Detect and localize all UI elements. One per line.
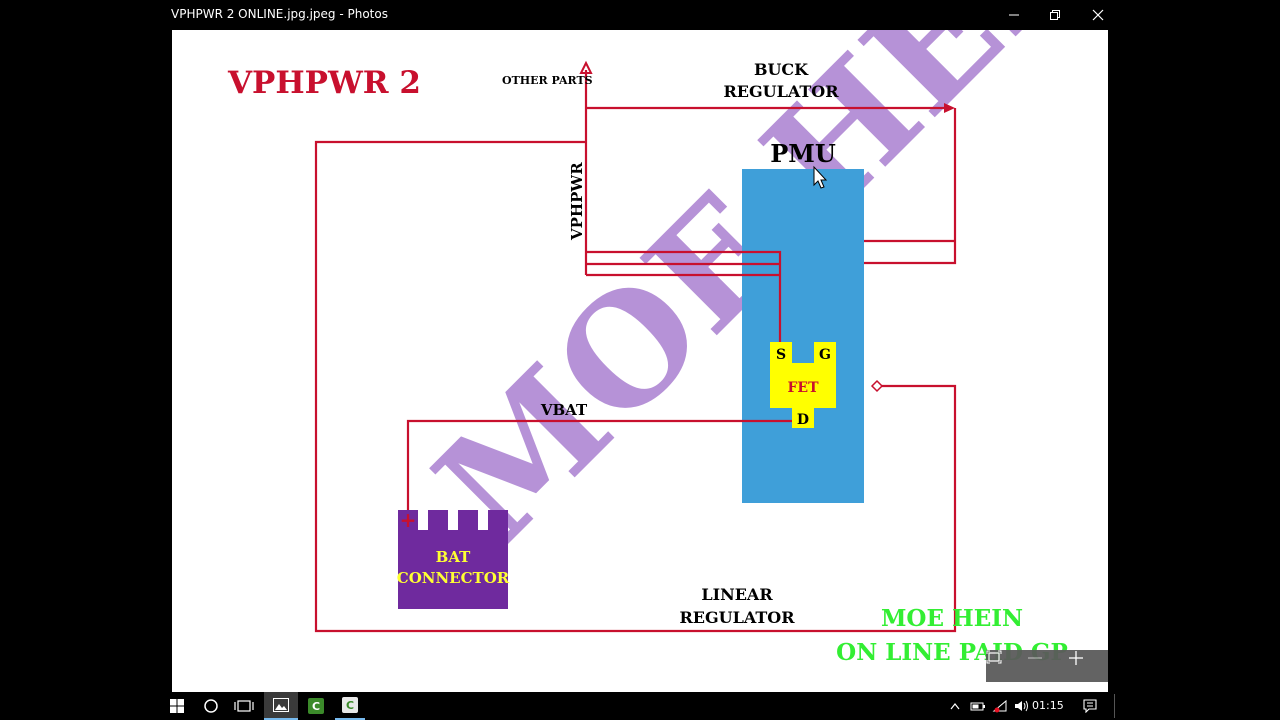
volume-control[interactable] xyxy=(1012,692,1032,720)
buck-regulator-label-line2: REGULATOR xyxy=(723,82,839,101)
photos-icon xyxy=(273,698,289,712)
task-view-button[interactable] xyxy=(229,692,259,720)
cortana-icon xyxy=(204,699,218,713)
zoom-out-icon xyxy=(1028,657,1042,659)
network-icon xyxy=(992,699,1007,713)
battery-label-line2: CONNECTOR xyxy=(397,569,510,587)
vbat-wire xyxy=(406,419,792,518)
wires xyxy=(314,70,957,633)
window-titlebar: VPHPWR 2 ONLINE.jpg.jpeg - Photos xyxy=(0,0,1280,30)
svg-text:C: C xyxy=(346,699,354,712)
minimize-icon xyxy=(1009,14,1019,16)
fet-label: FET xyxy=(787,380,819,396)
battery-plus-icon: + xyxy=(400,508,417,532)
volume-icon xyxy=(1015,700,1028,712)
pmu-block xyxy=(742,169,864,503)
start-button[interactable] xyxy=(162,692,192,720)
action-center-icon xyxy=(1083,699,1097,713)
arrow-right-icon xyxy=(944,103,955,113)
minimize-button[interactable] xyxy=(992,0,1036,30)
battery-status[interactable] xyxy=(968,692,988,720)
chevron-up-icon xyxy=(950,703,960,710)
vbat-label: VBAT xyxy=(540,401,588,419)
network-status[interactable] xyxy=(990,692,1010,720)
circuit-diagram: MOE HEIN xyxy=(227,30,1108,666)
windows-start-icon xyxy=(170,699,184,713)
junction-icon xyxy=(870,379,884,393)
pmu-label: PMU xyxy=(770,139,836,168)
buck-wire-bottom xyxy=(864,108,957,265)
other-parts-label: OTHER PARTS xyxy=(502,74,593,87)
fet-gate-label: G xyxy=(819,347,831,363)
fet-source-label: S xyxy=(776,347,786,363)
vphpwr-bus-1 xyxy=(586,250,782,352)
fet-drain-label: D xyxy=(797,412,809,428)
cortana-button[interactable] xyxy=(196,692,226,720)
svg-text:C: C xyxy=(312,700,320,713)
action-center-button[interactable] xyxy=(1078,692,1102,720)
mouse-cursor-icon xyxy=(813,165,828,189)
restore-icon xyxy=(1050,10,1060,20)
window-title: VPHPWR 2 ONLINE.jpg.jpeg - Photos xyxy=(171,7,388,21)
restore-button[interactable] xyxy=(1033,0,1077,30)
buck-regulator-label-line1: BUCK xyxy=(754,60,809,79)
fit-to-window-button[interactable] xyxy=(986,650,1026,682)
zoom-out-button[interactable] xyxy=(1027,650,1067,682)
battery-connector: + BAT CONNECTOR xyxy=(397,508,510,609)
linear-regulator-label-line1: LINEAR xyxy=(701,585,773,604)
battery-label-line1: BAT xyxy=(436,548,471,566)
camtasia-icon: C xyxy=(308,698,324,714)
vphpwr-label: VPHPWR xyxy=(568,162,586,241)
taskbar: C C 01:15 xyxy=(0,692,1280,720)
fet-component: S G FET D xyxy=(770,342,836,428)
show-hidden-icons-button[interactable] xyxy=(946,692,964,720)
taskbar-clock[interactable]: 01:15 xyxy=(1032,699,1064,712)
zoom-in-icon xyxy=(1069,651,1083,665)
show-desktop-divider[interactable] xyxy=(1114,694,1115,718)
close-button[interactable] xyxy=(1076,0,1120,30)
linear-regulator-label-line2: REGULATOR xyxy=(679,608,795,627)
arrow-up-icon xyxy=(579,60,593,74)
diagram-title: VPHPWR 2 xyxy=(227,65,421,101)
battery-icon xyxy=(970,702,985,711)
task-view-icon xyxy=(234,700,254,712)
fit-to-window-icon xyxy=(986,650,1002,664)
taskbar-camtasia-app[interactable]: C xyxy=(301,692,331,720)
taskbar-camtasia-recorder-app[interactable]: C xyxy=(335,692,365,720)
taskbar-photos-app[interactable] xyxy=(264,692,298,720)
linear-regulator-wire xyxy=(314,140,957,633)
zoom-controls xyxy=(986,650,1108,682)
footer-line1: MOE HEIN xyxy=(881,605,1023,632)
photo-viewer[interactable]: MOE HEIN xyxy=(172,30,1108,692)
close-icon xyxy=(1092,9,1104,21)
zoom-in-button[interactable] xyxy=(1068,650,1108,682)
camtasia-recorder-icon: C xyxy=(342,697,358,713)
